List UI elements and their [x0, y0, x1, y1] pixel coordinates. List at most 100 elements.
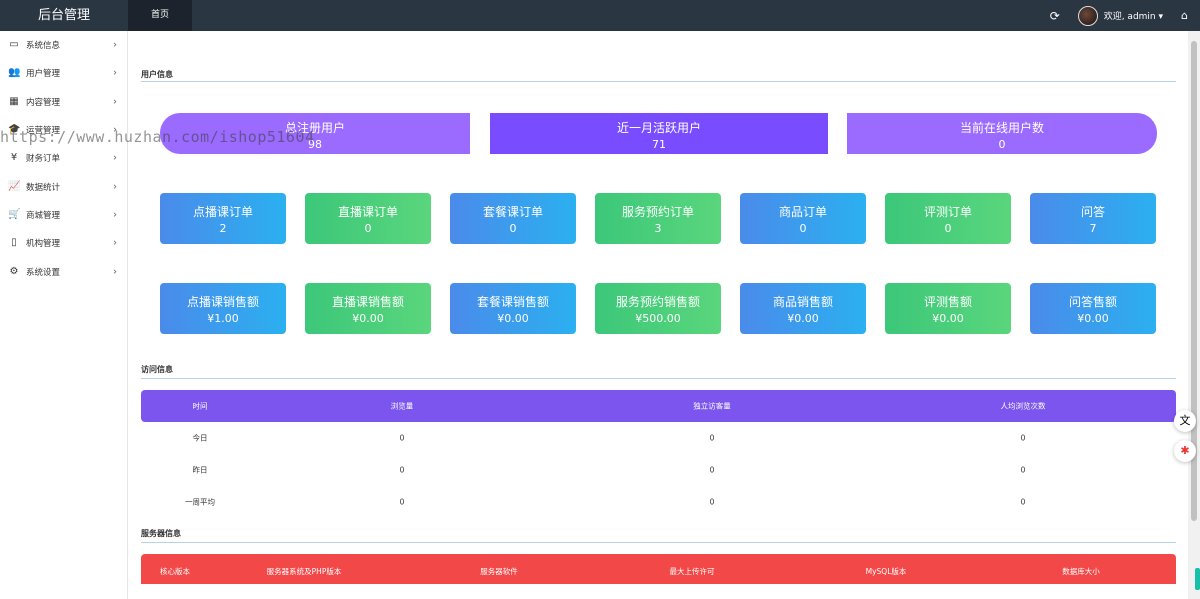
chevron-right-icon: › [113, 209, 117, 221]
stat-card[interactable]: 问答售额¥0.00 [1030, 283, 1156, 334]
sidebar: ▭系统信息›👥用户管理›▦内容管理›🎓运营管理›¥财务订单›📈数据统计›🛒商城管… [0, 31, 128, 599]
sidebar-item[interactable]: ▯ 机构管理 › [0, 229, 127, 257]
stat-label: 近一月活跃用户 [616, 121, 701, 135]
sidebar-item[interactable]: ⚙系统设置› [0, 257, 127, 285]
table-cell: 0 [1020, 465, 1026, 475]
card-label: 服务预约订单 [621, 205, 694, 219]
top-bar: 后台管理 首页 ⟳ 欢迎, admin ▾ ⌂ [0, 0, 1200, 31]
scroll-thumb[interactable] [1191, 41, 1197, 521]
table-cell: 0 [709, 465, 715, 475]
card-value: ¥0.00 [932, 312, 964, 325]
card-label: 直播课销售额 [331, 295, 404, 309]
section-title-user-info: 用户信息 [141, 70, 173, 79]
refresh-icon[interactable]: ⟳ [1049, 8, 1060, 23]
table-header-cell: 浏览量 [390, 401, 414, 411]
sidebar-item-label: 机构管理 [26, 239, 61, 250]
sidebar-item[interactable]: 👥用户管理› [0, 59, 127, 87]
table-header-cell: 核心版本 [160, 567, 190, 576]
user-menu[interactable]: 欢迎, admin ▾ [1103, 12, 1164, 22]
card-label: 商品订单 [778, 205, 827, 219]
card-value: ¥500.00 [635, 312, 681, 325]
card-value: ¥0.00 [497, 312, 529, 325]
table-cell: 今日 [192, 433, 208, 443]
card-label: 套餐课订单 [482, 205, 543, 219]
stat-label: 当前在线用户数 [959, 121, 1044, 135]
yen-icon: ¥ [10, 152, 18, 164]
table-row: 今日 0 0 0 [141, 422, 1176, 454]
sidebar-item[interactable]: 📈数据统计› [0, 172, 127, 200]
sidebar-item[interactable]: ¥财务订单› [0, 144, 127, 172]
stat-pill: 当前在线用户数 0 [847, 113, 1157, 154]
share-icon[interactable]: ✱ [1174, 440, 1196, 462]
card-value: 0 [364, 222, 372, 235]
stat-value: 71 [652, 138, 666, 151]
chevron-right-icon: › [113, 96, 117, 108]
stat-card[interactable]: 商品销售额 ¥0.00 [740, 283, 866, 334]
stat-card[interactable]: 直播课销售额 ¥0.00 [305, 283, 431, 334]
section-divider [141, 542, 1176, 543]
card-label: 商品销售额 [772, 295, 833, 309]
card-label: 服务预约销售额 [615, 295, 700, 309]
visit-table-header: 时间 浏览量 独立访客量 人均浏览次数 [141, 390, 1176, 422]
table-cell: 0 [399, 497, 405, 507]
tab-home[interactable]: 首页 [128, 0, 192, 31]
monitor-icon: ▭ [9, 39, 19, 51]
home-icon[interactable]: ⌂ [1181, 9, 1188, 22]
stat-pill: 近一月活跃用户 71 [490, 113, 828, 154]
table-cell: 0 [399, 433, 405, 443]
side-tab-handle[interactable] [1195, 568, 1200, 590]
card-label: 问答 [1080, 205, 1105, 219]
table-header-cell: 服务器系统及PHP版本 [266, 567, 342, 576]
grid-icon: ▦ [9, 95, 19, 107]
sidebar-item-label: 数据统计 [26, 182, 61, 193]
building-icon: ▯ [11, 237, 17, 249]
table-header-cell: 时间 [192, 401, 208, 411]
table-cell: 0 [709, 433, 715, 443]
stat-card[interactable]: 问答 7 [1030, 193, 1156, 244]
sidebar-item[interactable]: ▭系统信息› [0, 31, 127, 59]
card-value: 3 [654, 222, 662, 235]
card-value: 7 [1089, 222, 1097, 235]
chevron-right-icon: › [113, 124, 117, 136]
chevron-right-icon: › [113, 39, 117, 51]
chevron-right-icon: › [113, 152, 117, 164]
table-header-cell: 独立访客量 [693, 401, 731, 411]
stat-card[interactable]: 套餐课销售额 ¥0.00 [450, 283, 576, 334]
card-label: 点播课订单 [192, 205, 253, 219]
stat-card[interactable]: 点播课销售额¥1.00 [160, 283, 286, 334]
section-divider [141, 81, 1176, 82]
chevron-right-icon: › [113, 237, 117, 249]
stat-label: 总注册用户 [284, 121, 345, 135]
scrollbar[interactable] [1188, 31, 1200, 599]
table-header-cell: MySQL版本 [865, 567, 907, 576]
brand-title: 后台管理 [0, 0, 128, 31]
table-cell: 0 [1020, 433, 1026, 443]
card-value: ¥0.00 [352, 312, 384, 325]
table-cell: 0 [399, 465, 405, 475]
graduation-cap-icon: 🎓 [8, 124, 21, 136]
stat-card[interactable]: 服务预约订单 3 [595, 193, 721, 244]
table-cell: 0 [709, 497, 715, 507]
sidebar-item[interactable]: 🛒商城管理› [0, 201, 127, 229]
table-header-cell: 人均浏览次数 [1000, 401, 1046, 411]
card-value: ¥1.00 [207, 312, 239, 325]
chevron-right-icon: › [113, 266, 117, 278]
card-label: 套餐课销售额 [476, 295, 549, 309]
sidebar-item-label: 用户管理 [26, 69, 61, 80]
avatar[interactable] [1077, 5, 1098, 26]
sidebar-item[interactable]: 🎓运营管理› [0, 116, 127, 144]
stat-card[interactable]: 服务预约销售额 ¥500.00 [595, 283, 721, 334]
stat-card[interactable]: 评测售额¥0.00 [885, 283, 1011, 334]
translate-icon[interactable]: 文 [1174, 410, 1196, 432]
card-value: ¥0.00 [787, 312, 819, 325]
stat-value: 0 [998, 138, 1006, 151]
sidebar-item[interactable]: ▦内容管理› [0, 88, 127, 116]
